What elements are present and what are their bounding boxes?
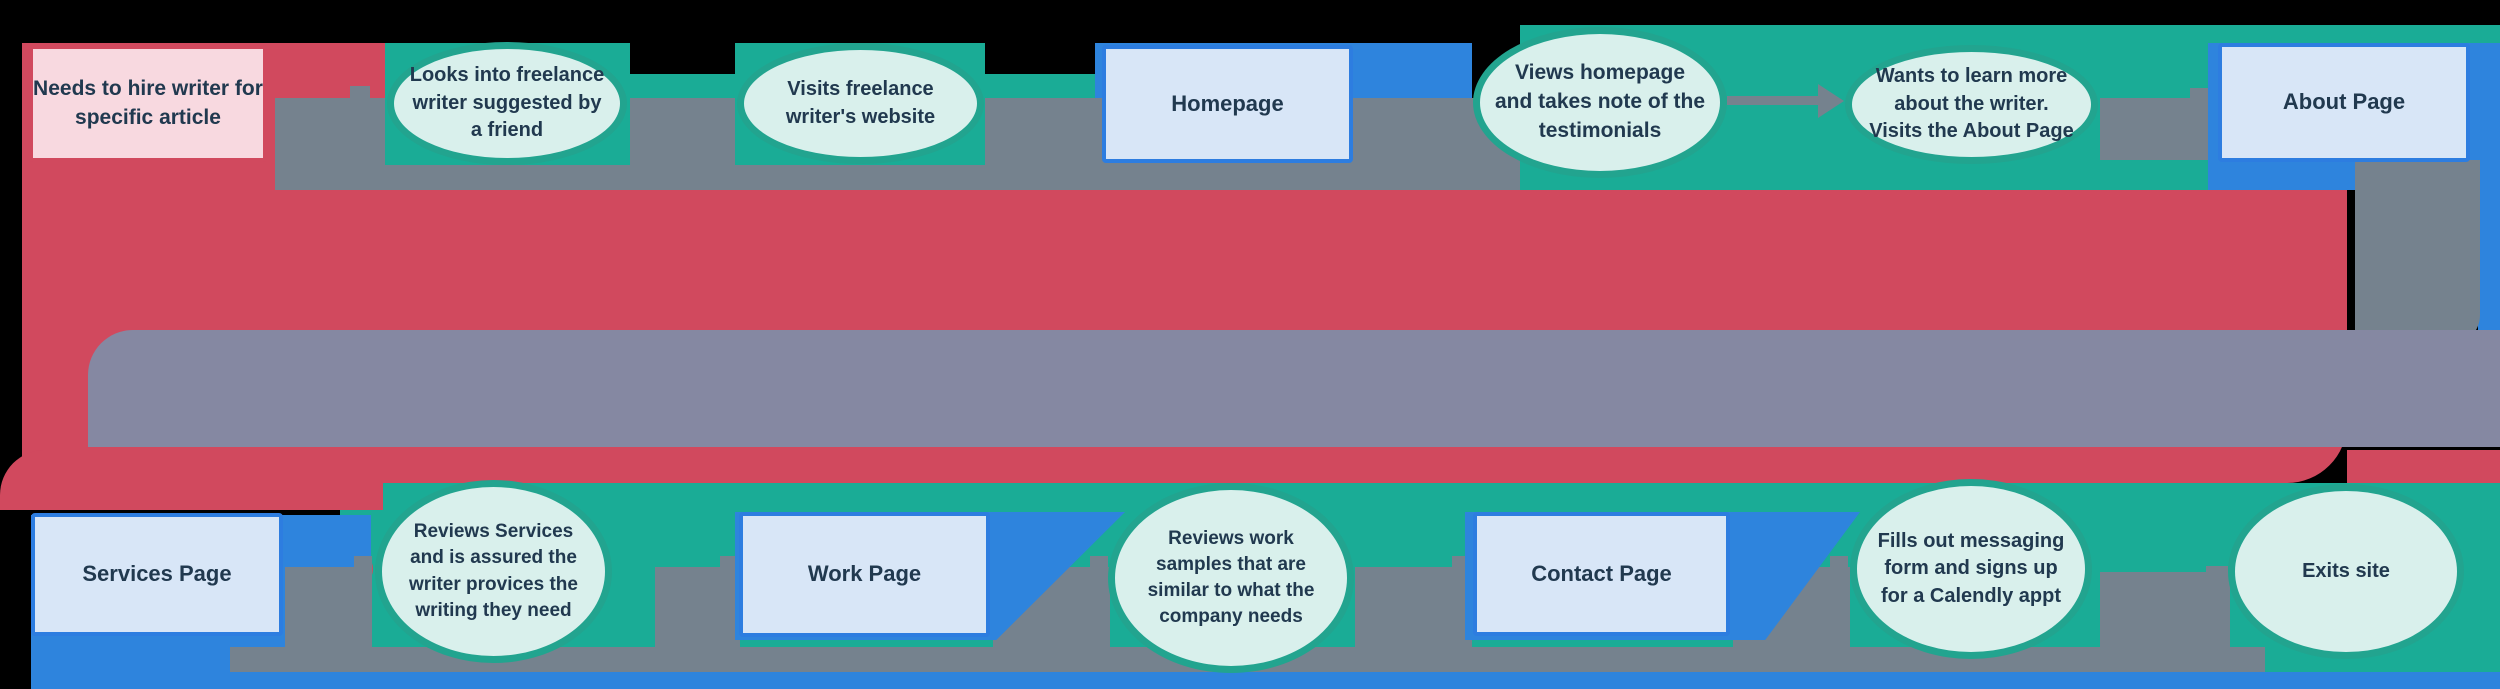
node-homepage[interactable]: Homepage bbox=[1102, 45, 1353, 163]
blue-edge-column bbox=[2478, 170, 2500, 345]
gray-connector-band bbox=[2100, 98, 2210, 160]
node-label: Fills out messaging form and signs up fo… bbox=[1877, 529, 2065, 607]
node-label: Needs to hire writer for specific articl… bbox=[33, 76, 263, 129]
node-label: Reviews Services and is assured the writ… bbox=[409, 521, 578, 621]
node-label: Wants to learn more about the writer. Vi… bbox=[1869, 65, 2074, 143]
node-label: Exits site bbox=[2302, 559, 2390, 582]
gray-arrow-step bbox=[1830, 556, 1848, 568]
node-calendly-signup[interactable]: Fills out messaging form and signs up fo… bbox=[1850, 479, 2092, 659]
gray-return-band bbox=[88, 330, 2500, 447]
gray-arrow-step bbox=[350, 86, 370, 100]
node-reviews-work[interactable]: Reviews work samples that are similar to… bbox=[1108, 483, 1354, 673]
gray-arrow-step bbox=[720, 556, 738, 568]
node-label: Homepage bbox=[1171, 90, 1284, 116]
node-label: Contact Page bbox=[1531, 560, 1672, 586]
node-exits-site[interactable]: Exits site bbox=[2228, 484, 2464, 659]
gray-arrow-step bbox=[1090, 556, 1108, 568]
node-label: Reviews work samples that are similar to… bbox=[1147, 527, 1315, 628]
node-needs-writer[interactable]: Needs to hire writer for specific articl… bbox=[29, 45, 267, 162]
node-services-page[interactable]: Services Page bbox=[31, 513, 283, 636]
gray-return-vertical bbox=[2355, 160, 2480, 345]
blue-strip-bottom bbox=[31, 672, 2500, 689]
node-label: Visits freelance writer's website bbox=[785, 77, 936, 128]
gray-arrow-step bbox=[354, 556, 372, 568]
node-learn-more-about[interactable]: Wants to learn more about the writer. Vi… bbox=[1845, 45, 2098, 164]
node-views-testimonials[interactable]: Views homepage and takes note of the tes… bbox=[1473, 27, 1727, 178]
node-label: Services Page bbox=[82, 561, 232, 587]
node-label: Views homepage and takes note of the tes… bbox=[1494, 61, 1706, 142]
node-label: About Page bbox=[2282, 89, 2406, 115]
gray-arrow-step bbox=[2190, 88, 2212, 100]
gray-arrowhead bbox=[1818, 84, 1844, 118]
node-work-page[interactable]: Work Page bbox=[739, 512, 990, 637]
gray-gap-arrow bbox=[655, 567, 740, 647]
gray-arrow-line bbox=[1727, 96, 1822, 105]
gray-arrow-step bbox=[2206, 566, 2228, 596]
gray-gap-arrow bbox=[1355, 567, 1472, 647]
red-corner-bottom-left bbox=[0, 450, 383, 510]
node-label: Looks into freelance writer suggested by… bbox=[409, 64, 605, 142]
gray-gap-arrow bbox=[285, 567, 372, 647]
node-about-page[interactable]: About Page bbox=[2218, 43, 2470, 162]
node-label: Work Page bbox=[807, 561, 922, 587]
node-visits-website[interactable]: Visits freelance writer's website bbox=[737, 43, 984, 164]
teal-ribbon-connector bbox=[975, 74, 1105, 98]
red-strip-right bbox=[2347, 450, 2500, 483]
node-reviews-services[interactable]: Reviews Services and is assured the writ… bbox=[375, 480, 612, 663]
node-looks-into-writer[interactable]: Looks into freelance writer suggested by… bbox=[387, 42, 627, 165]
node-contact-page[interactable]: Contact Page bbox=[1473, 512, 1730, 636]
